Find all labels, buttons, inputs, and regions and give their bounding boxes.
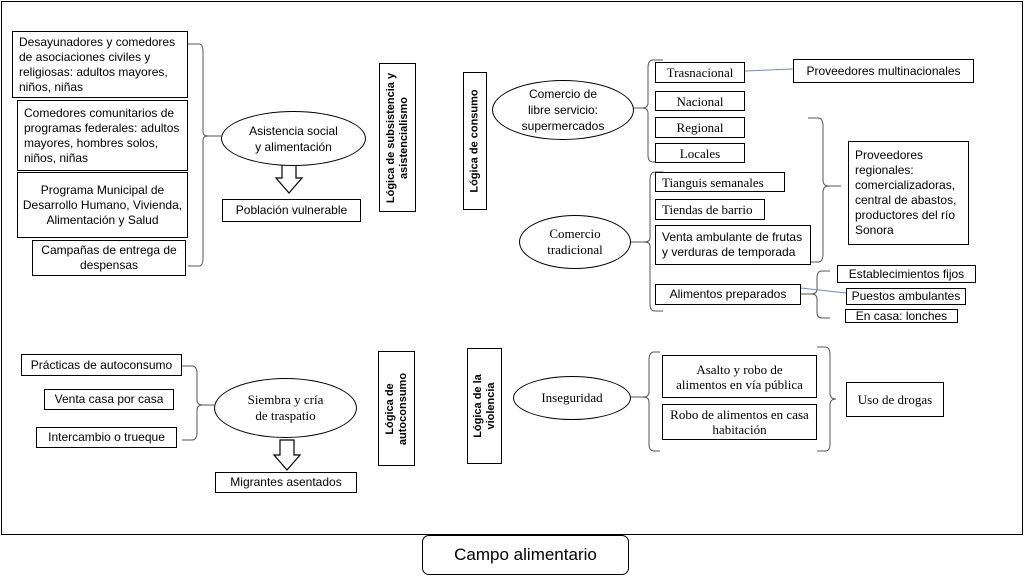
item-locales: Locales [655, 143, 745, 163]
prepared-en-casa-lonches: En casa: lonches [845, 309, 958, 323]
logic-consumo: Lógica de consumo [463, 72, 487, 210]
item-robo-casa: Robo de alimentos en casa habitación [662, 404, 817, 440]
hub-asistencia-social: Asistencia social y alimentación [221, 111, 366, 166]
item-regional: Regional [655, 117, 745, 138]
logic-autoconsumo: Lógica de autoconsumo [378, 351, 415, 466]
prepared-puestos-ambulantes: Puestos ambulantes [846, 288, 966, 305]
item-campanas-despensas: Campañas de entrega de despensas [32, 240, 186, 276]
item-tianguis: Tianguis semanales [655, 172, 785, 192]
item-nacional: Nacional [655, 91, 745, 111]
prepared-establecimientos-fijos: Establecimientos fijos [837, 265, 976, 283]
item-comedores-comunitarios: Comedores comunitarios de programas fede… [17, 100, 188, 171]
item-alimentos-preparados: Alimentos preparados [655, 284, 801, 305]
result-poblacion-vulnerable: Población vulnerable [222, 199, 361, 222]
item-asalto-robo: Asalto y robo de alimentos en vía públic… [662, 355, 817, 398]
diagram-frame [1, 1, 1023, 535]
item-intercambio-trueque: Intercambio o trueque [36, 427, 177, 448]
provider-multinacionales: Proveedores multinacionales [793, 59, 974, 83]
hub-supermercados: Comercio de libre servicio: supermercado… [492, 80, 634, 140]
item-trasnacional: Trasnacional [655, 62, 745, 83]
hub-siembra-traspatio: Siembra y cría de traspatio [214, 378, 357, 438]
item-programa-municipal: Programa Municipal de Desarrollo Humano,… [17, 172, 188, 238]
caption-campo-alimentario: Campo alimentario [422, 535, 629, 575]
hub-inseguridad: Inseguridad [513, 376, 631, 420]
outcome-uso-drogas: Uso de drogas [846, 382, 944, 417]
logic-subsistencia: Lógica de subsistencia y asistencialismo [379, 63, 416, 212]
item-venta-ambulante: Venta ambulante de frutas y verduras de … [655, 225, 811, 265]
result-migrantes-asentados: Migrantes asentados [215, 472, 357, 493]
item-venta-casa-por-casa: Venta casa por casa [44, 389, 174, 410]
item-tiendas-barrio: Tiendas de barrio [655, 199, 765, 220]
hub-comercio-tradicional: Comercio tradicional [519, 215, 631, 269]
item-practicas-autoconsumo: Prácticas de autoconsumo [21, 354, 182, 376]
logic-violencia: Lógica de la violencia [467, 348, 502, 464]
item-desayunadores: Desayunadores y comedores de asociacione… [12, 31, 188, 98]
provider-regionales: Proveedores regionales: comercializadora… [848, 141, 969, 245]
